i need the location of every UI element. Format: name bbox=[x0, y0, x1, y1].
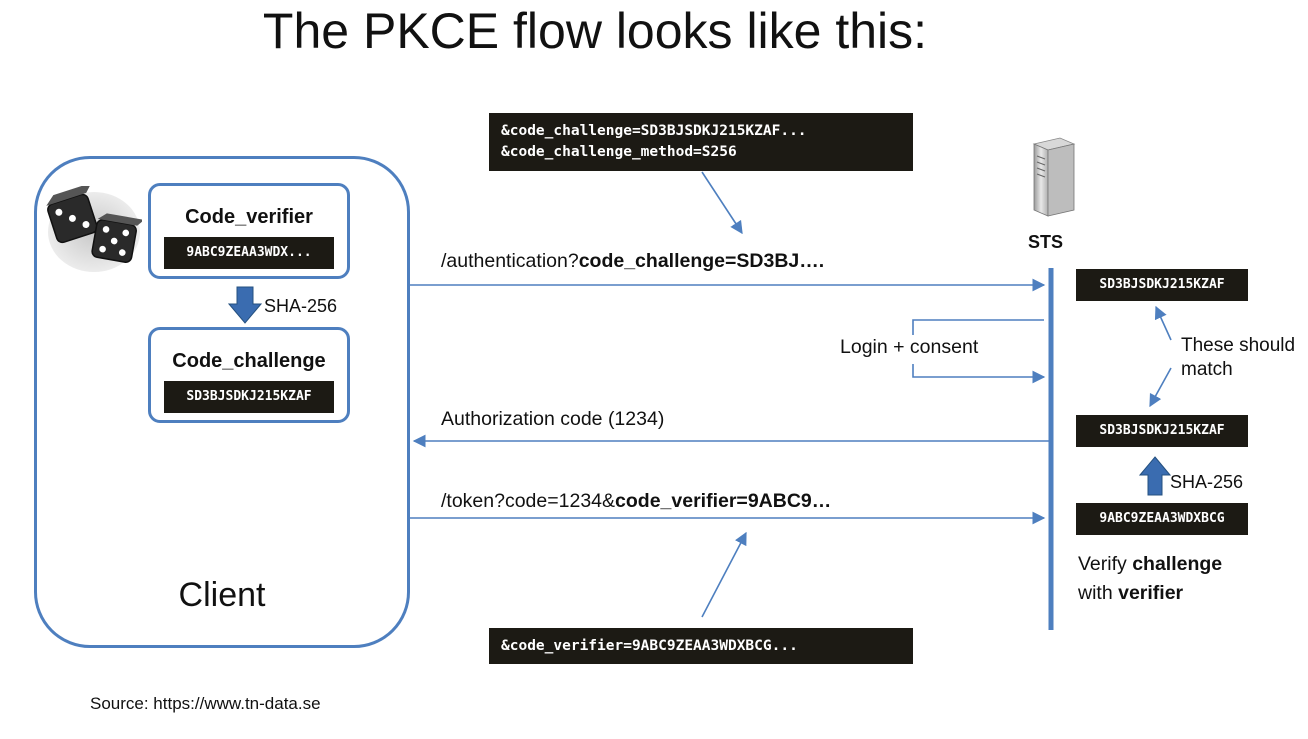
code-challenge-title: Code_challenge bbox=[172, 350, 326, 372]
match-note: These should match bbox=[1181, 334, 1295, 382]
sts-hash-label: SHA-256 bbox=[1170, 472, 1244, 492]
verify-word: Verify bbox=[1078, 553, 1133, 575]
auth-request-label: /authentication?code_challenge=SD3BJ…. bbox=[441, 250, 824, 273]
verify-challenge-word: challenge bbox=[1132, 553, 1223, 575]
code-challenge-method-line: &code_challenge_method=S256 bbox=[501, 144, 737, 160]
match-note-line2: match bbox=[1181, 359, 1233, 380]
code-verifier-box: Code_verifier 9ABC9ZEAA3WDX... bbox=[148, 183, 350, 279]
login-consent-label: Login + consent bbox=[840, 336, 979, 358]
client-label: Client bbox=[178, 576, 266, 614]
code-verifier-param-box: &code_verifier=9ABC9ZEAA3WDXBCG... bbox=[489, 628, 913, 664]
with-word: with bbox=[1078, 582, 1119, 604]
verify-note: Verify challenge with verifier bbox=[1078, 550, 1222, 608]
auth-request-prefix: /authentication? bbox=[441, 250, 579, 272]
verify-note-line1: Verify challenge bbox=[1078, 550, 1222, 579]
source-credit: Source: https://www.tn-data.se bbox=[90, 694, 321, 713]
code-challenge-param-box: &code_challenge=SD3BJSDKJ215KZAF... &cod… bbox=[489, 113, 913, 171]
match-arrow-down bbox=[1149, 367, 1172, 408]
code-challenge-box: Code_challenge SD3BJSDKJ215KZAF bbox=[148, 327, 350, 423]
verify-verifier-word: verifier bbox=[1118, 582, 1184, 604]
verify-note-line2: with verifier bbox=[1078, 579, 1222, 608]
match-note-line1: These should bbox=[1181, 335, 1296, 356]
hash-up-arrow-icon bbox=[1139, 456, 1171, 496]
token-request-prefix: /token?code=1234& bbox=[441, 490, 616, 512]
bottom-code-pointer bbox=[701, 531, 747, 618]
page-title: The PKCE flow looks like this: bbox=[262, 3, 928, 59]
sts-received-verifier: 9ABC9ZEAA3WDXBCG bbox=[1076, 503, 1248, 535]
code-challenge-value: SD3BJSDKJ215KZAF bbox=[164, 381, 334, 413]
client-hash-label: SHA-256 bbox=[264, 296, 338, 316]
token-request-label: /token?code=1234&code_verifier=9ABC9… bbox=[441, 490, 831, 513]
login-consent-loop bbox=[912, 319, 1044, 335]
sts-computed-challenge: SD3BJSDKJ215KZAF bbox=[1076, 415, 1248, 447]
sts-stored-challenge: SD3BJSDKJ215KZAF bbox=[1076, 269, 1248, 301]
auth-code-label: Authorization code (1234) bbox=[441, 408, 665, 430]
match-arrow-up bbox=[1154, 305, 1172, 341]
dice-icon bbox=[46, 186, 142, 272]
code-verifier-title: Code_verifier bbox=[185, 206, 313, 228]
code-challenge-line: &code_challenge=SD3BJSDKJ215KZAF... bbox=[501, 123, 807, 139]
client-box bbox=[34, 156, 410, 648]
login-consent-loop-return bbox=[912, 364, 1046, 384]
code-verifier-value: 9ABC9ZEAA3WDX... bbox=[164, 237, 334, 269]
token-request-verifier: code_verifier=9ABC9… bbox=[615, 490, 832, 512]
auth-request-challenge: code_challenge=SD3BJ…. bbox=[578, 250, 825, 272]
server-icon bbox=[1032, 137, 1076, 217]
hash-down-arrow-icon bbox=[228, 286, 262, 324]
top-code-pointer bbox=[701, 171, 743, 235]
sts-label: STS bbox=[1028, 232, 1064, 252]
